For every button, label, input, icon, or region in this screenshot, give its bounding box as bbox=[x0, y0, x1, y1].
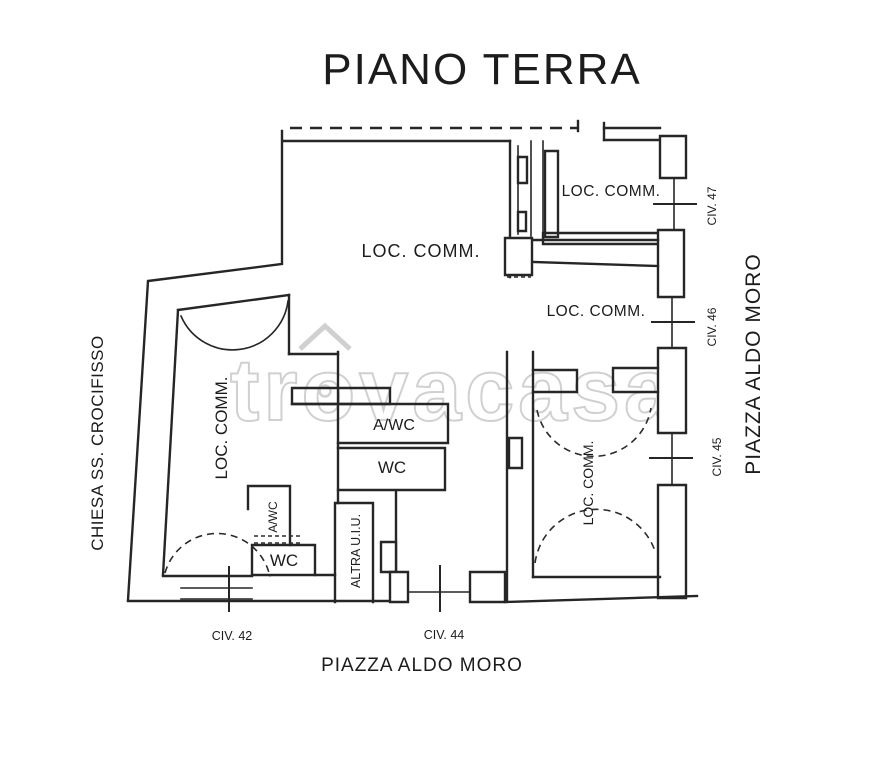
street-label-right: PIAZZA ALDO MORO bbox=[742, 253, 765, 474]
room-label-awc-small: A/WC bbox=[266, 501, 280, 533]
right-wall-band bbox=[649, 177, 697, 600]
watermark-pin-icon bbox=[318, 384, 332, 398]
stairs bbox=[180, 566, 253, 612]
civ-47-label: CIV. 47 bbox=[705, 186, 719, 225]
small-awc-door-dashes bbox=[254, 535, 302, 544]
room-label-loc-comm-bottom-right: LOC. COMM. bbox=[580, 441, 596, 526]
civ-46-label: CIV. 46 bbox=[705, 307, 719, 346]
watermark-text: trovacasa bbox=[230, 340, 677, 439]
room-label-wc-small: WC bbox=[270, 551, 298, 570]
door-swing-arcs bbox=[164, 300, 656, 578]
left-room-top-arc bbox=[179, 300, 289, 351]
mid-right-room-walls bbox=[503, 236, 660, 394]
room-label-loc-comm-left: LOC. COMM. bbox=[212, 377, 231, 480]
room-label-awc-main: A/WC bbox=[373, 417, 415, 434]
room-label-altra-uiu: ALTRA U.I.U. bbox=[349, 514, 363, 588]
watermark-house-roof-icon bbox=[298, 322, 352, 351]
civ-45-label: CIV. 45 bbox=[710, 437, 724, 476]
outer-walls-left bbox=[126, 129, 512, 603]
top-right-room-walls bbox=[541, 126, 688, 246]
room-label-loc-comm-mid-right: LOC. COMM. bbox=[547, 303, 646, 320]
street-label-left: CHIESA SS. CROCIFISSO bbox=[88, 335, 107, 551]
street-label-bottom: PIAZZA ALDO MORO bbox=[321, 655, 523, 676]
bottom-right-top-arc bbox=[536, 407, 652, 458]
page-title: PIANO TERRA bbox=[322, 45, 641, 94]
room-label-wc-main: WC bbox=[378, 458, 406, 477]
door-leaf-stub bbox=[516, 155, 529, 185]
boundary-dashed-line bbox=[290, 119, 606, 142]
civ-42-label: CIV. 42 bbox=[212, 629, 253, 643]
room-label-loc-comm-main: LOC. COMM. bbox=[361, 241, 480, 261]
left-room-bottom-arc bbox=[164, 532, 271, 578]
civ-44-label: CIV. 44 bbox=[424, 628, 465, 642]
door-leaf-stub bbox=[516, 210, 528, 233]
altra-uiu-walls bbox=[333, 490, 507, 612]
trovacasa-watermark: trovacasa bbox=[229, 322, 677, 440]
bottom-right-room-walls bbox=[503, 350, 699, 604]
room-label-loc-comm-top-right: LOC. COMM. bbox=[562, 183, 661, 200]
sanitary-walls bbox=[246, 293, 450, 577]
